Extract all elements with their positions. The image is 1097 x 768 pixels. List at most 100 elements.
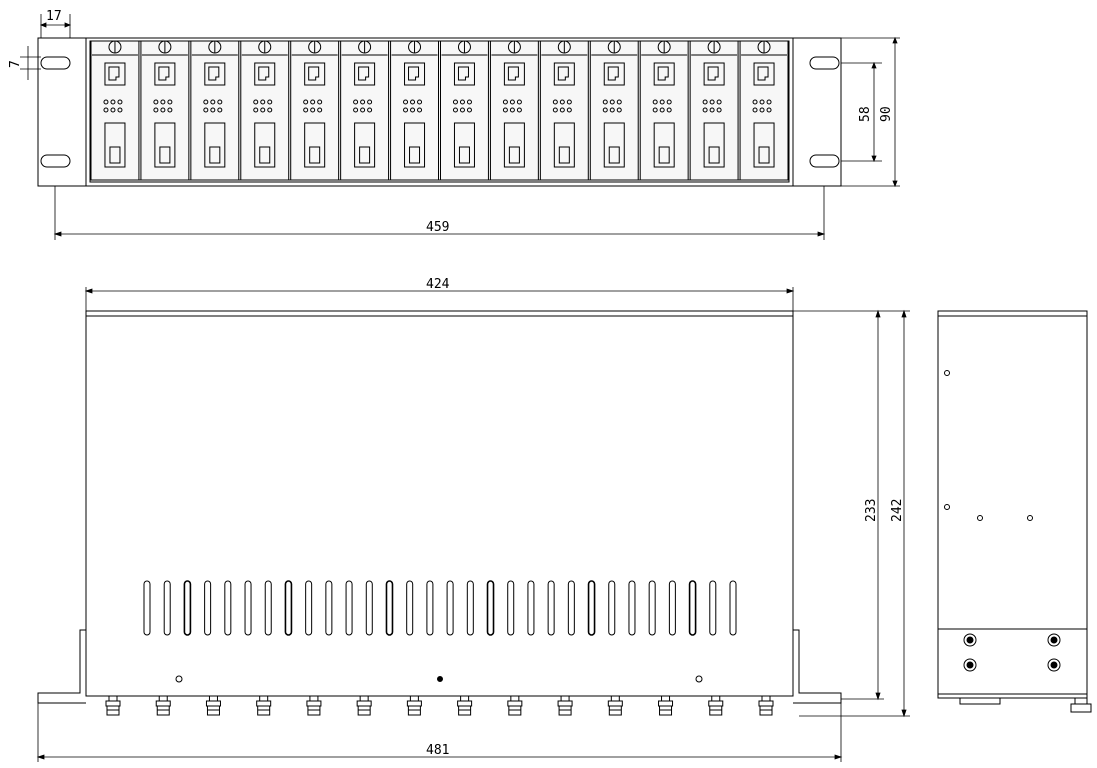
- vent-slot: [628, 580, 636, 636]
- front-thumbscrew: [306, 695, 322, 716]
- chassis-inner-frame: [89, 40, 790, 183]
- dim-chassis-width: 424: [426, 277, 450, 292]
- status-leds: [353, 99, 373, 113]
- right-mounting-ear: [792, 37, 842, 187]
- screw-point: [695, 675, 703, 683]
- media-converter-module: [440, 40, 489, 181]
- side-screw: [944, 370, 950, 376]
- status-leds: [203, 99, 223, 113]
- ear-hole: [40, 154, 71, 168]
- vent-slot: [143, 580, 151, 636]
- vent-slot: [244, 580, 252, 636]
- rj45-port: [304, 62, 326, 86]
- vent-slot: [305, 580, 313, 636]
- vent-slot: [325, 580, 333, 636]
- dim-hole-height: 7: [8, 60, 23, 68]
- rear-power-panel: [937, 628, 1088, 699]
- media-converter-module: [639, 40, 689, 181]
- dim-ear-offset: 17: [46, 9, 62, 24]
- rj45-port: [703, 62, 725, 86]
- media-converter-module: [240, 40, 290, 181]
- vent-slot: [163, 580, 171, 636]
- side-view: [937, 310, 1092, 713]
- screw-point: [437, 676, 443, 682]
- vent-slot: [709, 580, 717, 636]
- fiber-port: [304, 122, 326, 168]
- top-dimensions: [36, 287, 910, 762]
- front-thumbscrew: [356, 695, 372, 716]
- rj45-port: [404, 62, 426, 86]
- fiber-port: [404, 122, 426, 168]
- ear-hole: [40, 56, 71, 70]
- chassis-top-outline: [85, 310, 794, 697]
- rj45-port: [553, 62, 575, 86]
- vent-slot: [365, 580, 373, 636]
- vent-slot: [688, 580, 697, 636]
- status-leds: [403, 99, 423, 113]
- left-flange: [37, 629, 86, 704]
- status-leds: [452, 99, 472, 113]
- dim-overall-width: 481: [426, 743, 449, 758]
- vent-slot: [284, 580, 293, 636]
- rear-terminal: [1047, 658, 1061, 672]
- rear-terminal: [963, 658, 977, 672]
- fiber-port: [553, 122, 575, 168]
- fiber-port: [453, 122, 475, 168]
- side-foot: [959, 697, 1001, 705]
- status-leds: [602, 99, 622, 113]
- vent-slot: [426, 580, 434, 636]
- fiber-port: [354, 122, 376, 168]
- fiber-port: [254, 122, 276, 168]
- front-thumbscrew: [658, 695, 674, 716]
- vent-slot: [224, 580, 232, 636]
- vent-slot: [648, 580, 656, 636]
- module-screw: [757, 40, 771, 54]
- media-converter-module: [290, 40, 340, 181]
- front-thumbscrew: [205, 695, 221, 716]
- rj45-port: [354, 62, 376, 86]
- vent-slot: [668, 580, 676, 636]
- media-converter-module: [140, 40, 190, 181]
- module-screw: [158, 40, 172, 54]
- side-panel-outline: [937, 310, 1088, 699]
- front-thumbscrew: [708, 695, 724, 716]
- vent-slot: [587, 580, 596, 636]
- vent-slot: [264, 580, 272, 636]
- rj45-port: [154, 62, 176, 86]
- vent-slot: [567, 580, 575, 636]
- front-thumbscrew: [557, 695, 573, 716]
- vent-slot: [345, 580, 353, 636]
- rj45-port: [753, 62, 775, 86]
- dim-overall-depth: 242: [890, 499, 905, 522]
- front-thumbscrew: [507, 695, 523, 716]
- front-thumbscrew: [155, 695, 171, 716]
- vent-slot: [204, 580, 212, 636]
- media-converter-module: [489, 40, 539, 181]
- front-thumbscrew: [256, 695, 272, 716]
- ear-hole: [809, 154, 840, 168]
- module-screw: [108, 40, 122, 54]
- media-converter-module: [390, 40, 440, 181]
- dim-hole-spacing: 58: [858, 106, 873, 122]
- fiber-port: [703, 122, 725, 168]
- status-leds: [552, 99, 572, 113]
- media-converter-module: [689, 40, 739, 181]
- status-leds: [153, 99, 173, 113]
- vent-slot: [608, 580, 616, 636]
- status-leds: [253, 99, 273, 113]
- status-leds: [103, 99, 123, 113]
- dim-ear-span: 459: [426, 220, 449, 235]
- front-thumbscrew: [457, 695, 473, 716]
- side-screw: [1027, 515, 1033, 521]
- dim-panel-height: 90: [879, 106, 894, 122]
- side-screw: [977, 515, 983, 521]
- ear-hole: [809, 56, 840, 70]
- fiber-port: [653, 122, 675, 168]
- screw-point: [175, 675, 183, 683]
- module-screw: [557, 40, 571, 54]
- front-thumbscrew: [105, 695, 121, 716]
- media-converter-module: [739, 40, 789, 181]
- vent-slot: [547, 580, 555, 636]
- top-view: [37, 310, 842, 716]
